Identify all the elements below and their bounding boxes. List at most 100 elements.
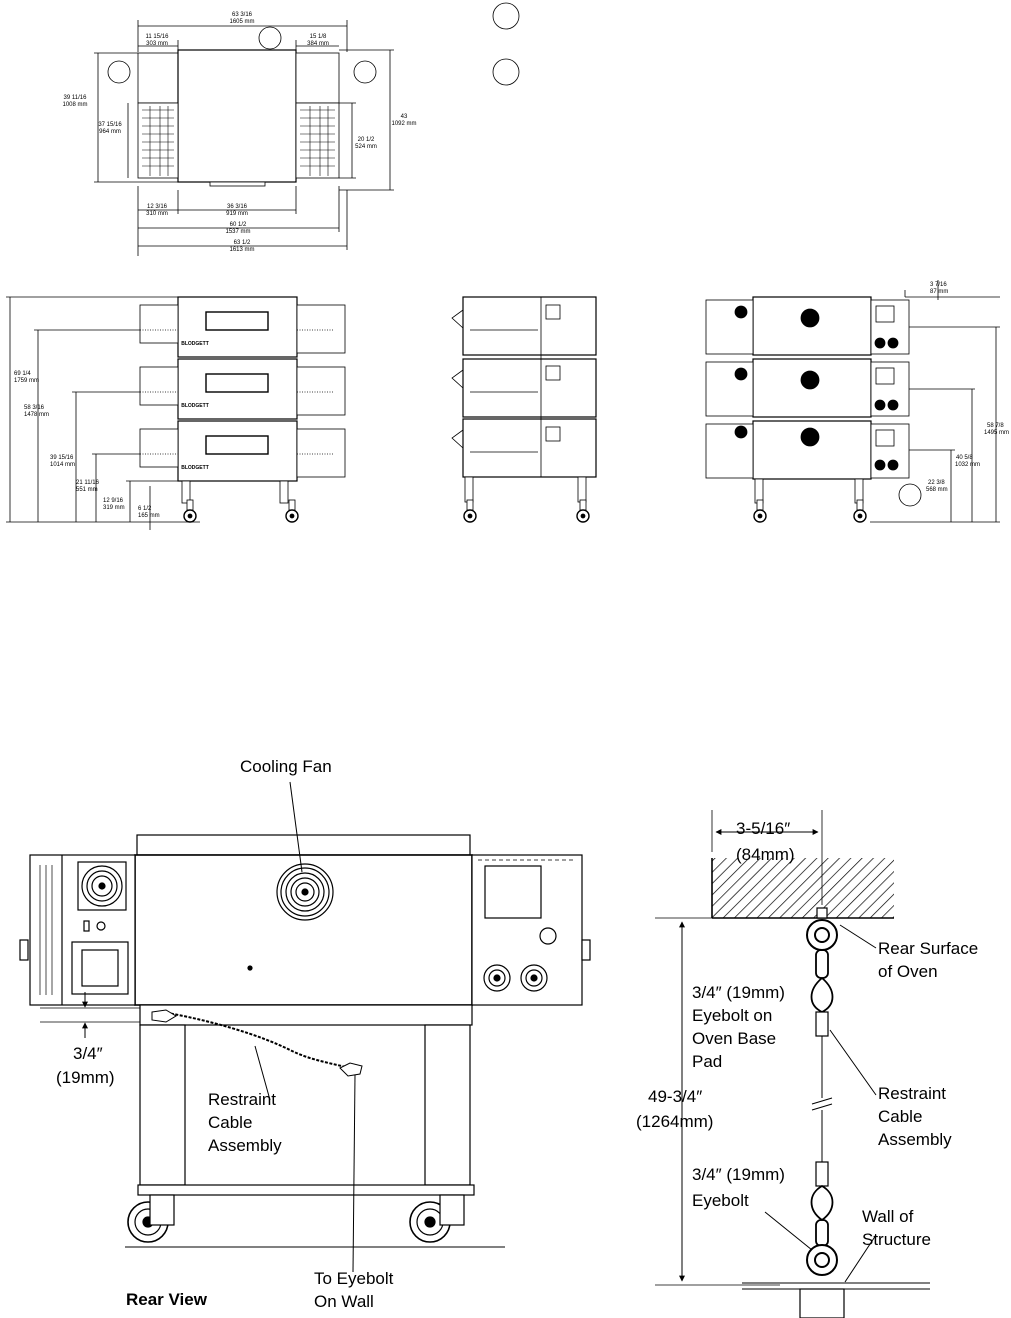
gap-dim-label: 3/4″ [73, 1044, 103, 1063]
dim-depth-left-mm: 1008 mm [62, 102, 87, 108]
dim-overall-depth-mm: 1092 mm [391, 121, 416, 127]
dim-r3: 22 3/8 [928, 480, 945, 486]
restraint-label-1: Restraint [208, 1090, 276, 1109]
dim-top-offset-mm: 87 mm [930, 289, 948, 295]
front-view [6, 296, 346, 530]
top-right-box [295, 52, 340, 104]
cable-detail [655, 810, 930, 1318]
dim-overall-width-mm: 1605 mm [229, 19, 254, 25]
brand-logo: BLODGETT [181, 465, 209, 471]
brand-logo: BLODGETT [181, 341, 209, 347]
dim-base-width-mm: 1537 mm [225, 229, 250, 235]
front-deck [139, 420, 346, 482]
dim-h3-mm: 1014 mm [50, 462, 75, 468]
dim-conveyor-depth-mm: 964 mm [99, 129, 121, 135]
dim-r3-mm: 568 mm [926, 487, 948, 493]
dim-depth-left: 39 11/16 [64, 95, 88, 101]
dim-front-center-mm: 919 mm [226, 211, 248, 217]
rear-view [19, 781, 591, 1273]
eyebolt-base-label-2: Eyebolt on [692, 1006, 772, 1025]
front-deck [139, 296, 346, 358]
dim-total-width: 63 1/2 [234, 240, 251, 246]
rear-surface-label-2: of Oven [878, 962, 938, 981]
to-eyebolt-label-2: On Wall [314, 1292, 374, 1311]
restraint-cable [161, 1011, 351, 1069]
to-eyebolt-label-1: To Eyebolt [314, 1269, 394, 1288]
dim-r1: 58 7/8 [987, 423, 1004, 429]
dim-h2: 58 3/16 [24, 405, 45, 411]
rear-view-title: Rear View [126, 1290, 208, 1309]
dim-h2-mm: 1478 mm [24, 412, 49, 418]
dim-front-center: 36 3/16 [227, 204, 248, 210]
legend-circle [492, 2, 520, 30]
front-deck [139, 358, 346, 420]
dim-top-offset: 3 7/16 [930, 282, 947, 288]
dim-front-left-mm: 310 mm [146, 211, 168, 217]
eyebolt-wall-label-2: Eyebolt [692, 1191, 749, 1210]
caster-icon [409, 1194, 465, 1243]
dim-h3: 39 15/16 [50, 455, 74, 461]
callout-circle [258, 26, 282, 50]
dim-total-width-mm: 1613 mm [229, 247, 254, 253]
callout-circle [107, 60, 131, 84]
dim-base-width: 60 1/2 [230, 222, 247, 228]
callout-circle [898, 483, 922, 507]
back-view-dims: 3 7/16 87 mm 58 7/8 1495 mm 40 5/8 1032 … [926, 282, 1009, 493]
wall-label-1: Wall of [862, 1207, 914, 1226]
dim-h1: 69 1/4 [14, 371, 31, 377]
dim-r1-mm: 1495 mm [984, 430, 1009, 436]
dim-opening: 20 1/2 [358, 137, 375, 143]
callout-circle [353, 60, 377, 84]
restraint-detail-label-2: Cable [878, 1107, 922, 1126]
dim-conveyor-depth: 37 15/16 [98, 122, 122, 128]
dim-h5: 12 9/16 [103, 498, 124, 504]
top-left-box [137, 52, 179, 104]
height-mm-label: (1264mm) [636, 1112, 713, 1131]
rear-surface-label-1: Rear Surface [878, 939, 978, 958]
restraint-detail-label-1: Restraint [878, 1084, 946, 1103]
eyebolt-base-label-4: Pad [692, 1052, 722, 1071]
wall-eyebolt-icon [806, 1244, 838, 1276]
front-view-text: BLODGETT BLODGETT BLODGETT 69 1/4 1759 m… [14, 341, 209, 519]
dim-right-offset: 15 1/8 [310, 34, 327, 40]
eyebolt-base-label-3: Oven Base [692, 1029, 776, 1048]
top-eyebolt-icon [806, 919, 838, 951]
dim-overall-width: 63 3/16 [232, 12, 253, 18]
small-fan-icon [77, 861, 127, 911]
dim-h4-mm: 551 mm [76, 487, 98, 493]
legend-circle [492, 58, 520, 86]
dim-opening-mm: 524 mm [355, 144, 377, 150]
dim-r2-mm: 1032 mm [955, 462, 980, 468]
top-oven-body [177, 49, 297, 183]
top-left-conveyor [137, 102, 179, 179]
dim-h6-mm: 165 mm [138, 513, 160, 519]
rear-top-panel [136, 834, 471, 856]
rear-view-labels: Cooling Fan 3/4″ (19mm) Restraint Cable … [56, 757, 394, 1311]
brand-logo: BLODGETT [181, 403, 209, 409]
top-view-dims: 63 3/16 1605 mm 11 15/16 303 mm 15 1/8 3… [62, 12, 416, 253]
motor-icon [483, 964, 548, 992]
wall-block [799, 1288, 845, 1318]
offset-mm-label: (84mm) [736, 845, 795, 864]
restraint-label-3: Assembly [208, 1136, 282, 1155]
top-view [94, 20, 394, 256]
dim-left-offset: 11 15/16 [146, 34, 170, 40]
dim-left-offset-mm: 303 mm [146, 41, 168, 47]
dim-h6: 6 1/2 [138, 506, 152, 512]
dim-r2: 40 5/8 [956, 455, 973, 461]
back-view [705, 280, 1000, 523]
rear-stand-top [139, 1004, 473, 1026]
eyebolt-wall-label-1: 3/4″ (19mm) [692, 1165, 785, 1184]
gap-dim-mm-label: (19mm) [56, 1068, 115, 1087]
side-view [451, 296, 597, 523]
cable-detail-labels: 3-5/16″ (84mm) Rear Surface of Oven 3/4″… [636, 819, 978, 1249]
dim-h1-mm: 1759 mm [14, 378, 39, 384]
oven-hatch [712, 858, 894, 918]
wall-label-2: Structure [862, 1230, 931, 1249]
dim-h4: 21 11/16 [76, 480, 100, 486]
dim-overall-depth: 43 [401, 114, 408, 120]
cooling-fan-icon [276, 863, 334, 921]
restraint-detail-label-3: Assembly [878, 1130, 952, 1149]
dim-right-offset-mm: 384 mm [307, 41, 329, 47]
height-label: 49-3/4″ [648, 1087, 702, 1106]
